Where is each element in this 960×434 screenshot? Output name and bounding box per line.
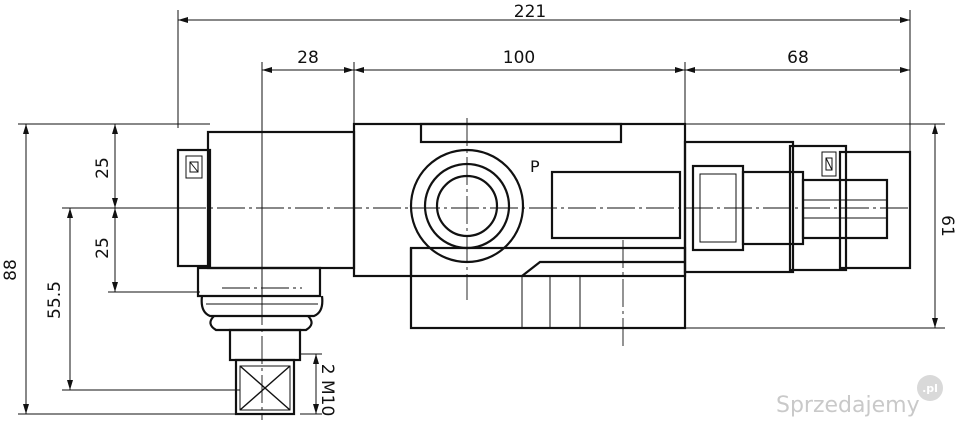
dim-thread: 2 M10 [317, 364, 337, 417]
dim-middle-part: 100 [503, 48, 535, 68]
right-actuator [683, 140, 912, 274]
center-lines [178, 118, 910, 420]
port-label: P [530, 157, 540, 176]
watermark-badge [917, 375, 943, 401]
dimension-lines [18, 10, 945, 415]
dim-upper-half: 25 [93, 157, 113, 179]
dim-left-part: 28 [297, 48, 319, 68]
dim-total-height: 88 [1, 259, 21, 281]
dim-overall-width: 221 [514, 2, 546, 22]
dimension-labels: 221 28 100 68 88 55.5 25 25 61 2 M10 [1, 2, 957, 416]
watermark: Sprzedajemy .pl [776, 375, 943, 418]
dim-mount-height: 55.5 [45, 281, 65, 319]
valve-body: P [352, 122, 687, 330]
dim-right-height: 61 [937, 215, 957, 237]
watermark-tld: .pl [922, 382, 938, 395]
dim-right-part: 68 [787, 48, 809, 68]
dim-lower-half: 25 [93, 237, 113, 259]
watermark-text: Sprzedajemy [776, 393, 920, 418]
